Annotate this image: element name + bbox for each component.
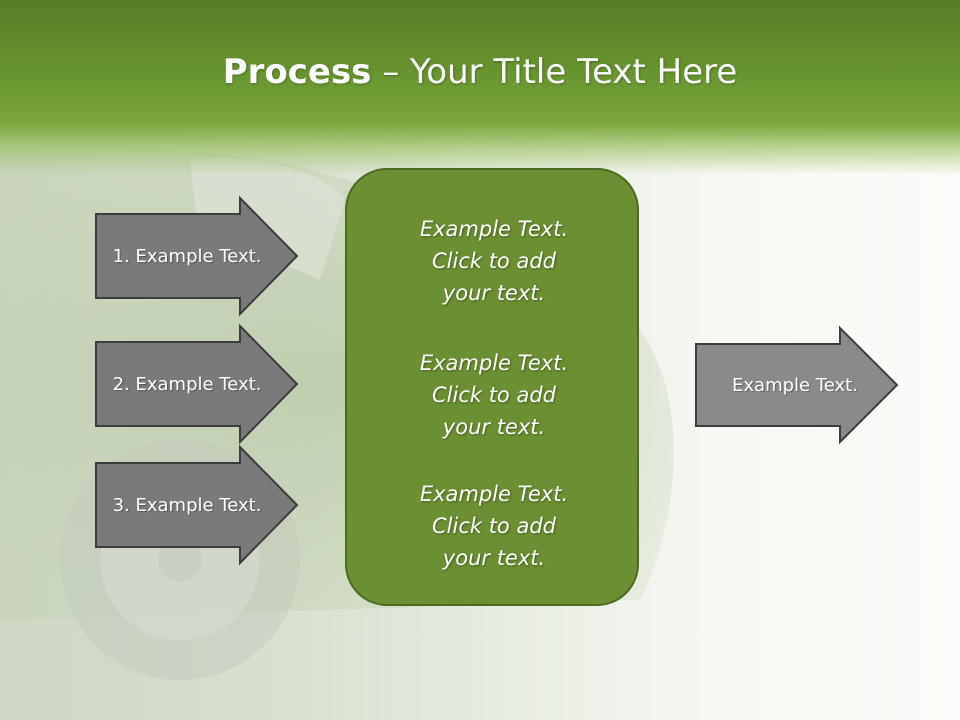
panel-block-1-line-1: Example Text. [419,217,569,241]
panel-block-1-line-2: Click to add [431,249,556,273]
panel-block-2-line-1: Example Text. [419,351,569,375]
panel-block-3-line-3: your text. [442,546,546,570]
panel-block-3[interactable]: Example Text. Click to add your text. [347,478,641,574]
title-rest: – Your Title Text Here [371,52,738,92]
arrow-label-right[interactable]: Example Text. [732,374,858,396]
panel-block-2[interactable]: Example Text. Click to add your text. [347,347,641,443]
arrow-shape-right [695,325,899,445]
panel-block-1-line-3: your text. [442,281,546,305]
car-hub-center [158,538,202,582]
panel-block-1[interactable]: Example Text. Click to add your text. [347,213,641,309]
title-bold: Process [222,52,372,92]
arrow-label-3[interactable]: 3. Example Text. [112,494,262,516]
arrow-label-2[interactable]: 2. Example Text. [112,373,262,395]
arrow-shape-2 [95,323,299,445]
text-panel[interactable]: Example Text. Click to add your text. Ex… [345,168,639,606]
arrow-shape-1 [95,195,299,317]
arrow-shape-3 [95,444,299,566]
panel-block-3-line-1: Example Text. [419,482,569,506]
panel-block-3-line-2: Click to add [431,514,556,538]
panel-block-2-line-2: Click to add [431,383,556,407]
arrow-label-1[interactable]: 1. Example Text. [112,245,262,267]
header-band [0,0,960,175]
panel-block-2-line-3: your text. [442,415,546,439]
slide-title: Process – Your Title Text Here [0,52,960,92]
